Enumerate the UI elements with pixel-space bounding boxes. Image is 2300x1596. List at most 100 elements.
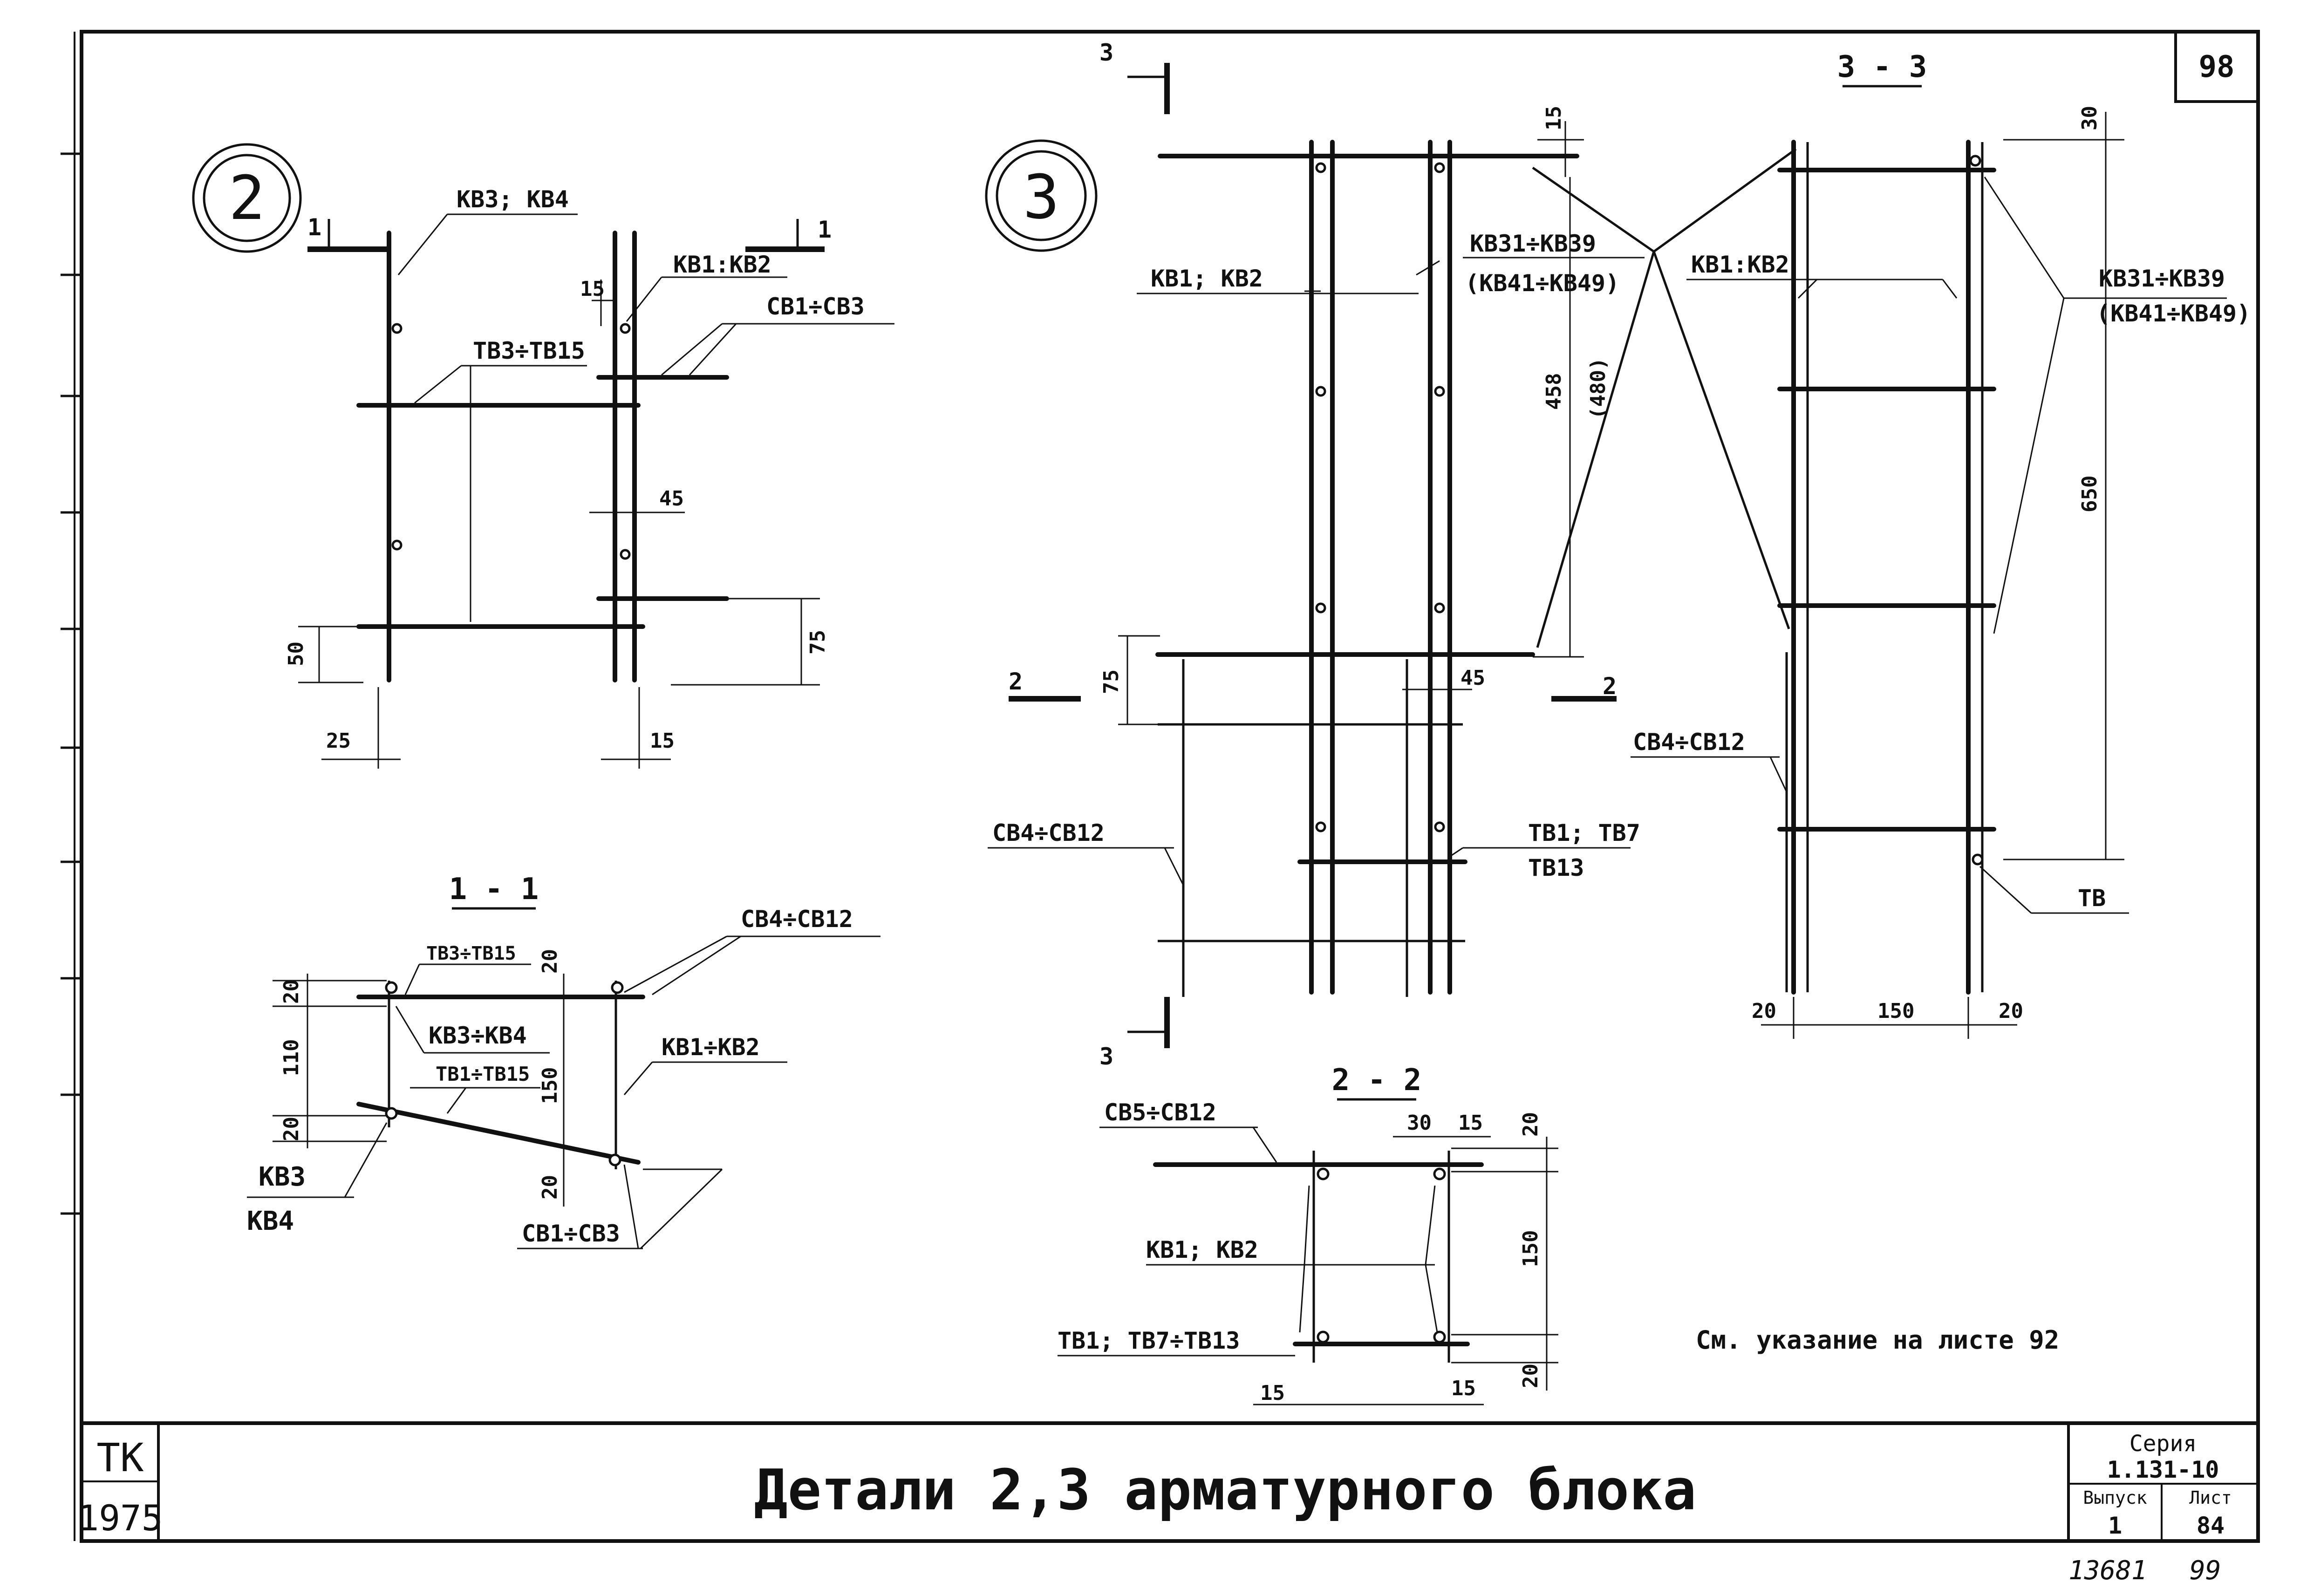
dim-20a: 20 bbox=[1752, 999, 1776, 1023]
leader-sv13 bbox=[623, 1164, 639, 1249]
leader-sv13-diag bbox=[640, 1168, 723, 1249]
leader-kv12 bbox=[626, 277, 662, 322]
sheet-label: Лист bbox=[2189, 1487, 2232, 1508]
dim-150: 150 bbox=[1519, 1230, 1542, 1267]
label-kv4: КВ4 bbox=[247, 1206, 294, 1236]
dim-480: (480) bbox=[1586, 358, 1610, 419]
label-tv2: ТВ13 bbox=[1528, 854, 1584, 881]
detail-2-number: 2 bbox=[229, 163, 265, 233]
s11-diagonal-bar bbox=[356, 1102, 641, 1165]
detail-3-marker-inner bbox=[996, 150, 1087, 241]
dim-50: 50 bbox=[284, 641, 308, 666]
label-tv1: ТВ1; ТВ7 bbox=[1528, 819, 1640, 846]
leader-sv bbox=[1164, 847, 1184, 886]
label-sv: СВ4÷СВ12 bbox=[992, 819, 1105, 846]
section-2-2-title: 2 - 2 bbox=[1332, 1063, 1422, 1098]
leader-sv412 bbox=[624, 935, 727, 993]
weld-dot bbox=[1433, 1330, 1446, 1344]
label-kv4x: (КВ41÷КВ49) bbox=[1465, 270, 1619, 297]
label-kv4x: (КВ41÷КВ49) bbox=[2096, 300, 2251, 327]
label-kv3: КВ3 bbox=[259, 1162, 306, 1192]
label-sv: СВ5÷СВ12 bbox=[1104, 1099, 1216, 1126]
weld-dot bbox=[1969, 155, 1981, 167]
label-kv3x: КВ31÷КВ39 bbox=[2099, 265, 2225, 292]
weld-dot bbox=[1434, 162, 1445, 173]
weld-dot bbox=[620, 549, 631, 560]
dim-15-top: 15 bbox=[580, 277, 605, 301]
stirrup-s33-b bbox=[1652, 251, 1790, 629]
sheet-number: 98 bbox=[2198, 50, 2234, 84]
label-sv: СВ4÷СВ12 bbox=[1633, 729, 1745, 756]
org-year: 1975 bbox=[77, 1497, 163, 1539]
weld-dot bbox=[1434, 821, 1445, 832]
weld-dot bbox=[1315, 821, 1326, 832]
weld-dot bbox=[611, 981, 624, 994]
dim-20b: 20 bbox=[1519, 1364, 1542, 1388]
leader-kv12 bbox=[623, 1062, 653, 1095]
section-3-3-title: 3 - 3 bbox=[1837, 50, 1927, 84]
series-label: Серия bbox=[2129, 1431, 2197, 1457]
sheet-value: 84 bbox=[2197, 1512, 2225, 1539]
cut-1-right-label: 1 bbox=[818, 216, 832, 243]
detail-2-marker-outer bbox=[192, 143, 302, 253]
leader-tv bbox=[414, 365, 462, 404]
dim-150: 150 bbox=[538, 1067, 562, 1104]
label-tv: ТВ bbox=[2078, 885, 2106, 912]
stirrup-s33 bbox=[1653, 148, 1797, 253]
sheet-number-box bbox=[2174, 30, 2259, 103]
note: См. указание на листе 92 bbox=[1696, 1325, 2059, 1355]
label-kv12: КВ1:КВ2 bbox=[673, 251, 771, 278]
label-kv3x: КВ31÷КВ39 bbox=[1470, 230, 1596, 257]
dim-15: 15 bbox=[1542, 106, 1566, 130]
dim-20b: 20 bbox=[280, 1117, 303, 1141]
detail-3-marker-outer bbox=[985, 139, 1098, 252]
cut-1-left-label: 1 bbox=[307, 214, 321, 241]
org-code: ТК bbox=[96, 1435, 144, 1480]
leader-tv bbox=[1448, 847, 1463, 858]
weld-dot bbox=[391, 539, 403, 551]
weld-dot bbox=[385, 1107, 398, 1120]
section-1-1: 1 - 1 ТВ3÷ТВ15 КВ3÷КВ4 ТВ1÷ТВ15 СВ4÷СВ12… bbox=[247, 872, 880, 1249]
label-sv: СВ1÷СВ3 bbox=[766, 293, 865, 320]
leader-kv12-b bbox=[1416, 260, 1440, 276]
leader-kv-legs-r bbox=[1425, 1185, 1438, 1333]
leader-tv115 bbox=[446, 1087, 467, 1114]
weld-dot bbox=[1434, 602, 1445, 614]
leader-kv3x-a bbox=[1984, 177, 2065, 634]
weld-dot bbox=[1972, 853, 1984, 866]
label-sv13: СВ1÷СВ3 bbox=[522, 1220, 620, 1247]
section-2-2: 2 - 2 СВ5÷СВ12 КВ1; КВ2 ТВ1; ТВ7÷ТВ13 30… bbox=[1058, 1063, 1558, 1405]
drawing-title: Детали 2,3 арматурного блока bbox=[754, 1458, 1697, 1523]
dim-20a: 20 bbox=[280, 979, 303, 1004]
dim-15c: 15 bbox=[1451, 1377, 1476, 1400]
weld-dot bbox=[1317, 1330, 1330, 1344]
dim-30: 30 bbox=[2078, 106, 2102, 130]
leader-kv12-a bbox=[1797, 279, 1818, 299]
leader-kv3 bbox=[344, 1122, 388, 1198]
leader-tv bbox=[1979, 866, 2032, 914]
leader-kv-legs bbox=[1299, 1185, 1310, 1333]
leader-kv12-b bbox=[1942, 279, 1958, 299]
dim-20c: 20 bbox=[538, 949, 562, 974]
dim-45: 45 bbox=[1461, 666, 1485, 690]
detail-3-number: 3 bbox=[1023, 162, 1059, 232]
label-tv: ТВ1; ТВ7÷ТВ13 bbox=[1058, 1327, 1240, 1354]
label-sv412: СВ4÷СВ12 bbox=[741, 906, 853, 933]
series-value: 1.131-10 bbox=[2107, 1456, 2219, 1483]
sheet-frame bbox=[80, 30, 2260, 1543]
title-block: ТК 1975 Детали 2,3 арматурного блока Сер… bbox=[77, 1423, 2258, 1541]
dim-45: 45 bbox=[659, 487, 684, 511]
weld-dot bbox=[1317, 1167, 1330, 1180]
dim-75: 75 bbox=[1099, 669, 1123, 694]
label-tv315: ТВ3÷ТВ15 bbox=[426, 943, 516, 964]
cut-3-top-label: 3 bbox=[1099, 39, 1113, 66]
dim-15a: 15 bbox=[1458, 1111, 1483, 1135]
dim-20d: 20 bbox=[538, 1175, 562, 1200]
issue-label: Выпуск bbox=[2083, 1487, 2147, 1508]
leader-tv315 bbox=[404, 964, 420, 995]
label-kv12: КВ1÷КВ2 bbox=[662, 1034, 760, 1061]
dim-150: 150 bbox=[1877, 999, 1914, 1023]
leader-sv-b bbox=[689, 323, 737, 376]
binding-ticks bbox=[61, 152, 82, 1215]
